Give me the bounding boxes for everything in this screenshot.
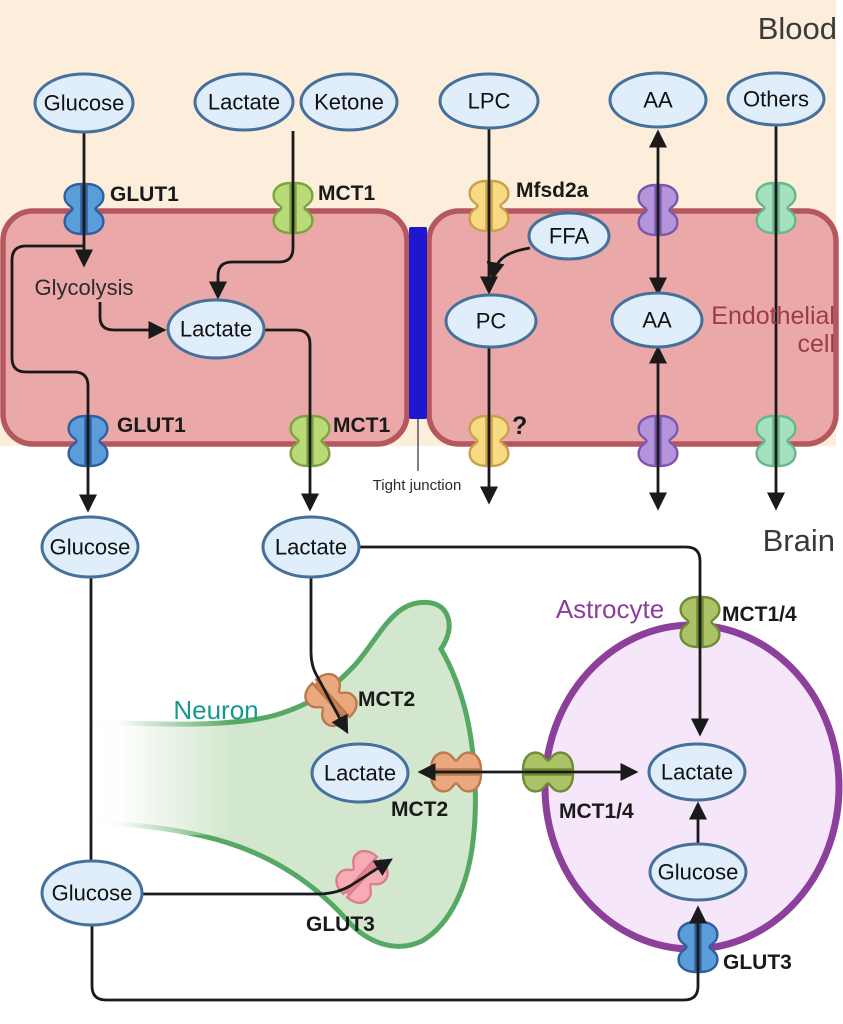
aa-blood-label: AA [643, 88, 673, 113]
glucose-astrocyte-oval: Glucose [648, 842, 748, 902]
flow-glucose-to-astrocyte [90, 905, 708, 1002]
pc-label: PC [476, 309, 507, 334]
mfsd2a-label: Mfsd2a [516, 179, 589, 202]
mct14-side-label: MCT1/4 [559, 800, 634, 823]
tight-junction-bar [409, 227, 427, 419]
endothelial-cell-label-line1: Endothelial [711, 302, 835, 330]
endothelial-cell-label-line2: cell [797, 330, 835, 358]
lactate-brain-oval: Lactate [261, 515, 361, 579]
mct1-abluminal-label: MCT1 [333, 414, 390, 437]
flow-brain-lactate-to-neuron [309, 578, 349, 735]
neuron-label: Neuron [173, 695, 258, 725]
aa-endothelial-label: AA [642, 308, 672, 333]
pc-oval: PC [444, 293, 538, 349]
lactate-neuron-label: Lactate [324, 761, 396, 786]
lpc-blood-oval: LPC [438, 72, 540, 130]
tight-junction-label: Tight junction [373, 477, 462, 494]
ketone-blood-oval: Ketone [299, 72, 399, 132]
glycolysis-label: Glycolysis [34, 275, 133, 300]
glucose-brain-label: Glucose [50, 535, 131, 560]
flow-glycolysis-to-lactate [98, 302, 167, 340]
mct2-upper-label: MCT2 [358, 688, 415, 711]
unknown-transporter-label: ? [512, 412, 527, 440]
blood-region-label: Blood [758, 11, 837, 46]
lactate-brain-label: Lactate [275, 535, 347, 560]
mct2-synaptic-label: MCT2 [391, 798, 448, 821]
glucose-astrocyte-label: Glucose [658, 860, 739, 885]
neuron-fade-overlay [82, 703, 234, 835]
lactate-astrocyte-label: Lactate [661, 760, 733, 785]
lactate-neuron-oval: Lactate [310, 742, 410, 804]
glut1-abluminal-label: GLUT1 [117, 414, 186, 437]
ffa-oval: FFA [527, 211, 611, 261]
lactate-endothelial-label: Lactate [180, 317, 252, 342]
astrocyte-label: Astrocyte [556, 594, 664, 624]
lactate-blood-label: Lactate [208, 90, 280, 115]
lactate-blood-oval: Lactate [193, 72, 295, 132]
ketone-blood-label: Ketone [314, 90, 384, 115]
flow-ffa-to-pc [486, 246, 531, 281]
glucose-interstitial-oval: Glucose [40, 859, 144, 927]
glucose-blood-oval: Glucose [33, 72, 135, 134]
flow-lactate-ketone-into-cell [208, 131, 295, 300]
glut3-neuron-label: GLUT3 [306, 913, 375, 936]
others-blood-label: Others [743, 87, 809, 112]
flow-glucose-bypass-to-brain [10, 244, 98, 513]
glut1-luminal-label: GLUT1 [110, 183, 179, 206]
glucose-interstitial-label: Glucose [52, 881, 133, 906]
aa-blood-oval: AA [608, 71, 708, 129]
flow-glucose-to-neuron [143, 858, 393, 896]
lpc-blood-label: LPC [468, 89, 511, 114]
lactate-endothelial-oval: Lactate [166, 298, 266, 360]
mct1-luminal-label: MCT1 [318, 182, 375, 205]
mct14-top-label: MCT1/4 [722, 603, 797, 626]
ffa-label: FFA [549, 224, 590, 249]
lactate-astrocyte-oval: Lactate [647, 742, 747, 802]
others-blood-oval: Others [726, 71, 826, 127]
flow-lactate-to-brain [265, 328, 320, 512]
glut3-astrocyte-label: GLUT3 [723, 951, 792, 974]
glucose-blood-label: Glucose [44, 91, 125, 116]
glucose-brain-oval: Glucose [40, 515, 140, 579]
brain-region-label: Brain [763, 523, 835, 558]
flow-brain-lactate-to-astrocyte [360, 545, 710, 737]
aa-endothelial-oval: AA [610, 291, 704, 349]
